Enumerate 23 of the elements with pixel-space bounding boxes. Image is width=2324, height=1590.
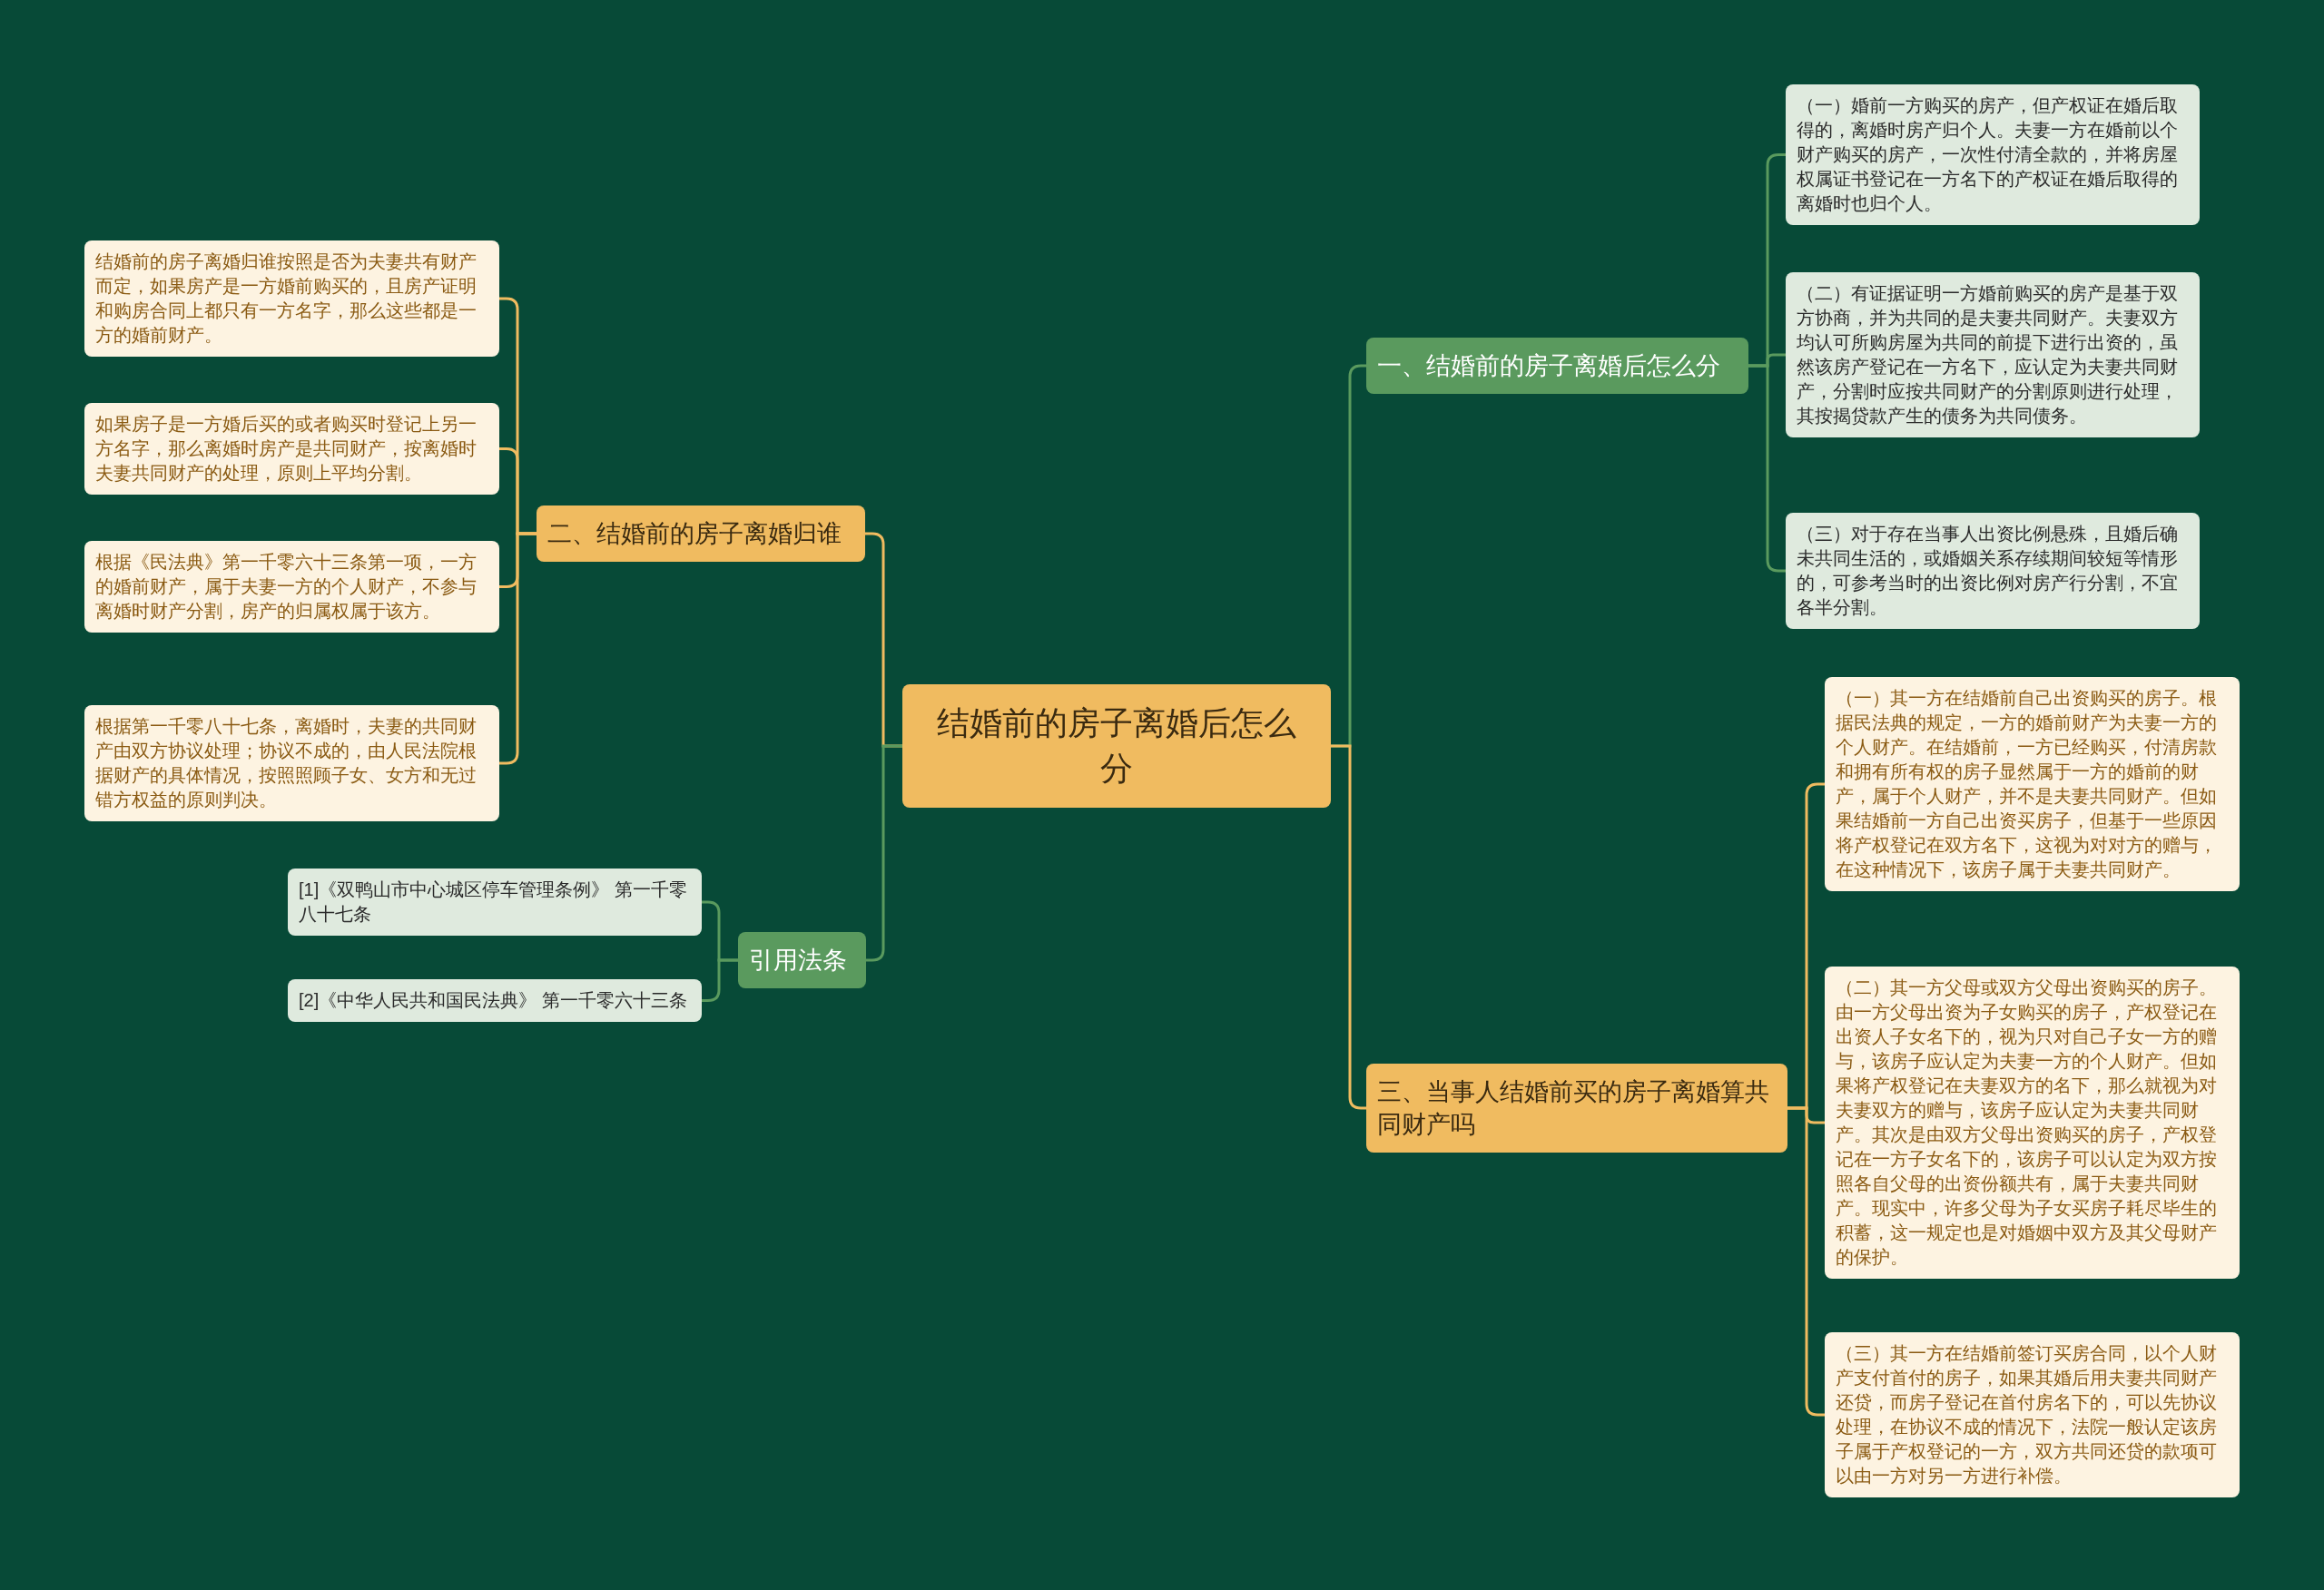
connector-line: [866, 744, 902, 962]
topic-box: 三、当事人结婚前买的房子离婚算共同财产吗: [1366, 1064, 1787, 1153]
note-card: （二）有证据证明一方婚前购买的房产是基于双方协商，并为共同的是夫妻共同财产。夫妻双方均认可所购房屋为共同的前提下进行出资的，虽然该房产登记在一方名下，应认定为夫妻共同财产，分割时应按共同财产的分割原则进行处理，其按揭贷款产生的债务为共同债务。: [1786, 272, 2200, 437]
note-card: 如果房子是一方婚后买的或者购买时登记上另一方名字，那么离婚时房产是共同财产，按离婚时夫妻共同财产的处理，原则上平均分割。: [84, 403, 499, 495]
central-topic: 结婚前的房子离婚后怎么分: [902, 684, 1331, 808]
topic-box: 引用法条: [738, 932, 866, 988]
connector-line: [1748, 364, 1786, 573]
note-card: （一）其一方在结婚前自己出资购买的房子。根据民法典的规定，一方的婚前财产为夫妻一方的个人财产。在结婚前，一方已经购买，付清房款和拥有所有权的房子显然属于一方的婚前的财产，属于个人财产，并不是夫妻共同财产。但如果结婚前一方自己出资买房子，但基于一些原因将产权登记在双方名下，这视为对对方的赠与，在这种情况下，该房子属于夫妻共同财产。: [1825, 677, 2240, 891]
connector-line: [1331, 744, 1366, 1110]
topic-box: 二、结婚前的房子离婚归谁: [537, 505, 865, 562]
note-card: 根据《民法典》第一千零六十三条第一项，一方的婚前财产，属于夫妻一方的个人财产，不参与离婚时财产分割，房产的归属权属于该方。: [84, 541, 499, 633]
note-card: （三）对于存在当事人出资比例悬殊，且婚后确未共同生活的，或婚姻关系存续期间较短等情形的，可参考当时的出资比例对房产行分割，不宜各半分割。: [1786, 513, 2200, 629]
connector-line: [499, 532, 537, 765]
connector-line: [702, 958, 738, 1002]
note-card: [1]《双鸭山市中心城区停车管理条例》 第一千零八十七条: [288, 869, 702, 936]
connector-line: [1787, 1106, 1825, 1417]
note-card: [2]《中华人民共和国民法典》 第一千零六十三条: [288, 979, 702, 1022]
note-card: 结婚前的房子离婚归谁按照是否为夫妻共有财产而定，如果房产是一方婚前购买的，且房产证明和购房合同上都只有一方名字，那么这些都是一方的婚前财产。: [84, 240, 499, 357]
topic-box: 一、结婚前的房子离婚后怎么分: [1366, 338, 1748, 394]
note-card: （三）其一方在结婚前签订买房合同，以个人财产支付首付的房子，如果其婚后用夫妻共同财产还贷，而房子登记在首付房名下的，可以先协议处理，在协议不成的情况下，法院一般认定该房子属于产权登记的一方，双方共同还贷的款项可以由一方对另一方进行补偿。: [1825, 1332, 2240, 1497]
note-card: （一）婚前一方购买的房产，但产权证在婚后取得的，离婚时房产归个人。夫妻一方在婚前以个财产购买的房产，一次性付清全款的，并将房屋权属证书登记在一方名下的产权证在婚后取得的离婚时也归个人。: [1786, 84, 2200, 225]
note-card: （二）其一方父母或双方父母出资购买的房子。由一方父母出资为子女购买的房子，产权登记在出资人子女名下的，视为只对自己子女一方的赠与，该房子应认定为夫妻一方的个人财产。但如果将产权登记在夫妻双方的名下，那么就视为对夫妻双方的赠与，该房子应认定为夫妻共同财产。其次是由双方父母出资购买的房子，产权登记在一方子女名下的，该房子可以认定为双方按照各自父母的出资份额共有，属于夫妻共同财产。现实中，许多父母为子女买房子耗尽毕生的积蓄，这一规定也是对婚姻中双方及其父母财产的保护。: [1825, 967, 2240, 1279]
note-card: 根据第一千零八十七条，离婚时，夫妻的共同财产由双方协议处理；协议不成的，由人民法院根据财产的具体情况，按照照顾子女、女方和无过错方权益的原则判决。: [84, 705, 499, 821]
